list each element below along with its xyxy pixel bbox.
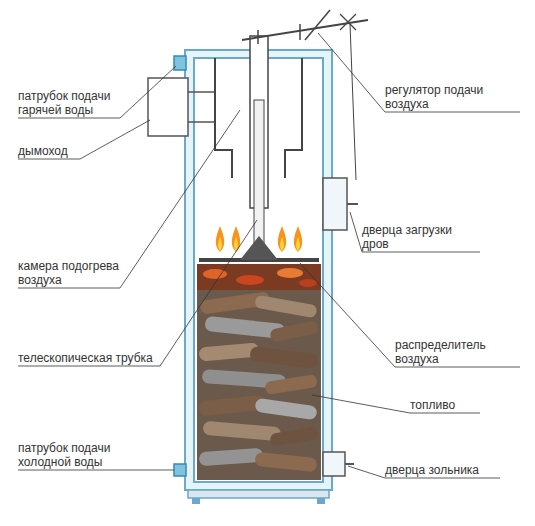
part-label: дверца загрузки дров [362, 223, 472, 251]
leader-line [18, 66, 176, 118]
part-label: дверца зольника [385, 463, 525, 477]
air-chamber-wall [285, 58, 302, 178]
regulator-tick [257, 30, 259, 44]
flame [216, 226, 224, 252]
loading-door [323, 178, 347, 230]
part-label: телескопическая трубка [18, 351, 188, 365]
leader-line [350, 212, 480, 252]
log [254, 398, 317, 420]
part-label: патрубок подачи холодной воды [18, 441, 148, 469]
regulator-tick [299, 24, 301, 40]
air-distributor-cone [240, 236, 278, 260]
ash-door [323, 452, 345, 476]
part-label: камера подогрева воздуха [18, 259, 148, 287]
regulator-rod [305, 10, 330, 40]
hot-water-pipe [174, 56, 186, 70]
leader-line [18, 120, 150, 159]
burning-layer [197, 264, 321, 290]
regulator-chain [350, 24, 356, 180]
regulator-cross [340, 14, 356, 30]
flame-core [296, 237, 300, 251]
flame [278, 226, 286, 252]
log [269, 426, 319, 447]
ember [299, 279, 317, 287]
log [254, 452, 317, 472]
part-label: регулятор подачи воздуха [385, 83, 525, 111]
log [269, 320, 319, 343]
log [199, 342, 260, 361]
flame-core [280, 237, 284, 251]
boiler-leg [192, 498, 200, 504]
ember [277, 268, 303, 278]
part-label: распределитель воздуха [395, 338, 525, 366]
boiler-jacket [185, 50, 332, 490]
door-handle [347, 203, 358, 205]
flame-core [218, 237, 222, 251]
regulator-cross [340, 14, 356, 30]
log [249, 346, 318, 369]
part-label: дымоход [18, 144, 118, 158]
log [199, 448, 264, 466]
log [203, 421, 282, 442]
boiler-leg [317, 498, 325, 504]
flame [232, 226, 240, 252]
log [254, 295, 317, 319]
part-label: топливо [410, 398, 510, 412]
chimney-duct [188, 91, 215, 93]
part-label: патрубок подачи гарячей воды [18, 89, 148, 117]
leader-line [18, 110, 240, 288]
log [264, 374, 317, 395]
leader-line [18, 470, 174, 471]
flame [294, 226, 302, 252]
chimney-duct [188, 121, 215, 123]
door-handle [345, 463, 354, 465]
fuel-pile [197, 264, 321, 480]
air-chamber-wall [215, 58, 232, 178]
boiler-base [188, 490, 329, 498]
ember [236, 275, 264, 285]
cold-water-pipe [174, 464, 186, 476]
leader-line [18, 220, 257, 366]
telescopic-tube-inner [254, 100, 264, 255]
